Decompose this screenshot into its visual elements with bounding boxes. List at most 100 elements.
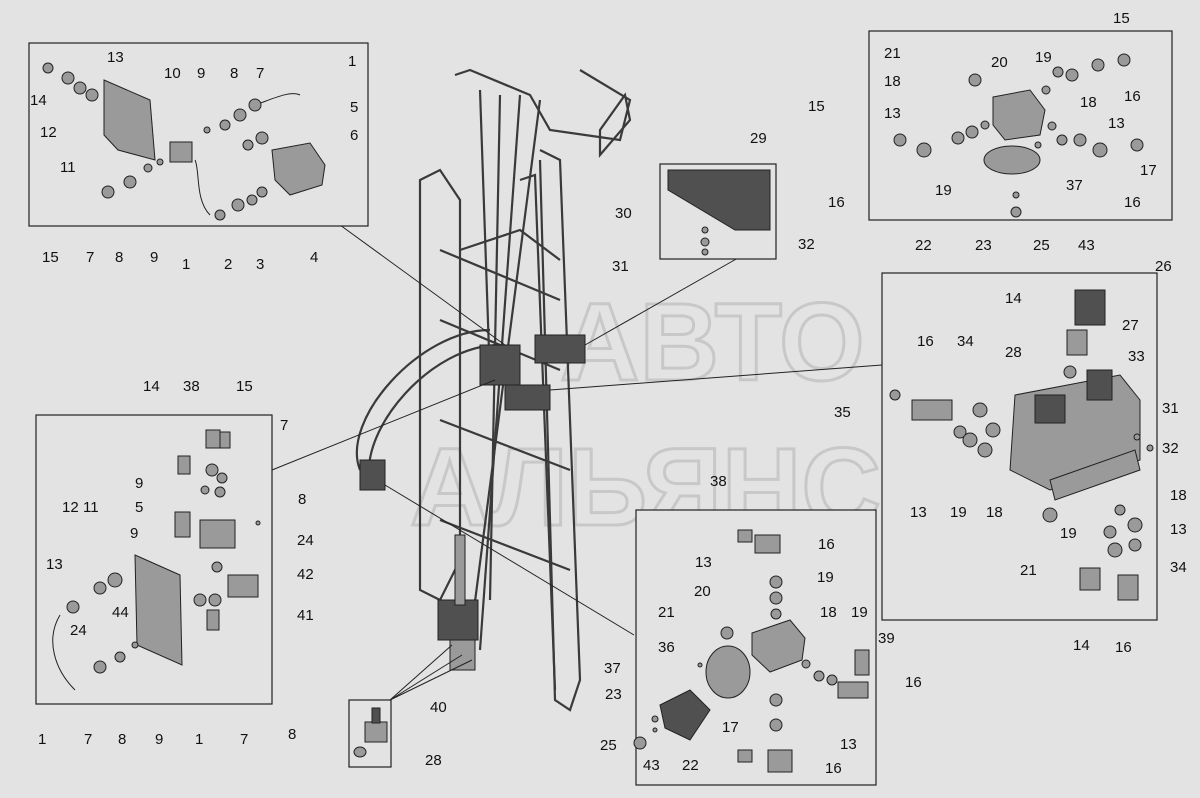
callout: 30 [615, 205, 632, 222]
callout: 28 [425, 752, 442, 769]
callout: 22 [915, 237, 932, 254]
valve-block-20 [992, 89, 1046, 141]
callout: 24 [297, 532, 314, 549]
fitting-15 [219, 431, 231, 449]
callout: 18 [1170, 487, 1187, 504]
callout: 43 [643, 757, 660, 774]
callout: 13 [695, 554, 712, 571]
central-block-6 [504, 384, 551, 411]
callout: 7 [240, 731, 248, 748]
callout: 16 [818, 536, 835, 553]
cover-29 [667, 169, 771, 231]
callout: 8 [230, 65, 238, 82]
panel-bottom-left: 14 38 15 7 9 8 5 24 9 42 12 11 13 41 44 … [35, 378, 314, 748]
pump-base [449, 639, 476, 671]
callout: 20 [694, 583, 711, 600]
callout: 32 [798, 236, 815, 253]
callout: 9 [130, 525, 138, 542]
callout: 34 [1170, 559, 1187, 576]
callout: 11 [60, 159, 76, 176]
callout: 19 [1035, 49, 1052, 66]
bracket [1049, 449, 1141, 501]
callout: 18 [1080, 94, 1097, 111]
callout: 19 [950, 504, 967, 521]
callout: 27 [1122, 317, 1139, 334]
callout: 17 [722, 719, 739, 736]
tee-10 [169, 141, 193, 163]
callout: 13 [46, 556, 63, 573]
panel-leader-lines [271, 224, 883, 701]
callout: 5 [350, 99, 358, 116]
valve-block-20 [751, 619, 806, 673]
callout: 7 [256, 65, 264, 82]
callouts-bottom-center: 38 16 13 19 20 18 21 19 39 36 37 16 23 2… [600, 473, 922, 777]
fitting-14 [177, 455, 191, 475]
callout: 8 [118, 731, 126, 748]
callout: 24 [70, 622, 87, 639]
callout: 18 [986, 504, 1003, 521]
panel-top-right: 15 21 20 19 16 18 18 15 13 13 17 16 19 3… [808, 10, 1173, 254]
fitting-16 [911, 399, 953, 421]
callout: 42 [297, 566, 314, 583]
callout: 21 [658, 604, 675, 621]
callout: 8 [115, 249, 123, 266]
callout: 19 [935, 182, 952, 199]
callout: 13 [884, 105, 901, 122]
callout: 15 [42, 249, 59, 266]
pump-body [437, 599, 479, 641]
callout: 22 [682, 757, 699, 774]
fitting-38 [205, 429, 221, 449]
callout: 19 [1060, 525, 1077, 542]
callout: 2 [224, 256, 232, 273]
tee-5 [174, 511, 191, 538]
panel-middle-right: 26 14 27 28 33 16 34 35 31 32 13 19 18 1… [834, 258, 1187, 656]
callout: 25 [600, 737, 617, 754]
callout: 16 [1115, 639, 1132, 656]
watermark-line1: АВТО [560, 281, 865, 404]
panel-top-left: 14 13 12 11 10 9 8 7 1 5 6 15 7 8 9 1 2 … [28, 42, 369, 273]
callout: 31 [612, 258, 629, 275]
callouts-top-right: 15 21 20 19 16 18 18 15 13 13 17 16 19 3… [808, 10, 1157, 254]
callout: 34 [957, 333, 974, 350]
callout: 16 [917, 333, 934, 350]
callout: 19 [851, 604, 868, 621]
central-fitting-40 [359, 459, 386, 491]
solenoid [1034, 394, 1066, 424]
washer-28 [353, 746, 367, 758]
callout: 4 [310, 249, 318, 266]
connector-41 [227, 574, 259, 598]
callout: 7 [280, 417, 288, 434]
panel-bottom-center: 38 16 13 19 20 18 21 19 39 36 37 16 23 2… [600, 473, 922, 786]
elbow-16 [767, 749, 793, 773]
panel-small-40: 40 28 [348, 699, 447, 769]
callout: 15 [808, 98, 825, 115]
callout: 16 [1124, 194, 1141, 211]
callout: 12 [40, 124, 57, 141]
callout: 16 [825, 760, 842, 777]
mounting-plate [134, 554, 183, 666]
watermark: АВТО АЛЬЯНС [409, 280, 883, 551]
callout: 7 [84, 731, 92, 748]
panel-small-29: 29 30 31 32 [612, 130, 815, 275]
callout: 9 [155, 731, 163, 748]
callout: 25 [1033, 237, 1050, 254]
callout: 13 [840, 736, 857, 753]
callout: 38 [183, 378, 200, 395]
callout: 8 [288, 726, 296, 743]
bracket [103, 79, 156, 161]
callout: 36 [658, 639, 675, 656]
callout: 37 [604, 660, 621, 677]
panel-top-left-frame [28, 42, 369, 227]
callout: 14 [143, 378, 160, 395]
callout: 6 [350, 127, 358, 144]
callout: 9 [135, 475, 143, 492]
callout: 7 [86, 249, 94, 266]
valve-block-42 [199, 519, 236, 549]
central-frame [355, 68, 632, 712]
callout: 19 [817, 569, 834, 586]
callouts-bottom-left: 14 38 15 7 9 8 5 24 9 42 12 11 13 41 44 … [38, 378, 314, 748]
callout: 13 [1108, 115, 1125, 132]
callout: 15 [1113, 10, 1130, 27]
central-valve [479, 344, 521, 386]
